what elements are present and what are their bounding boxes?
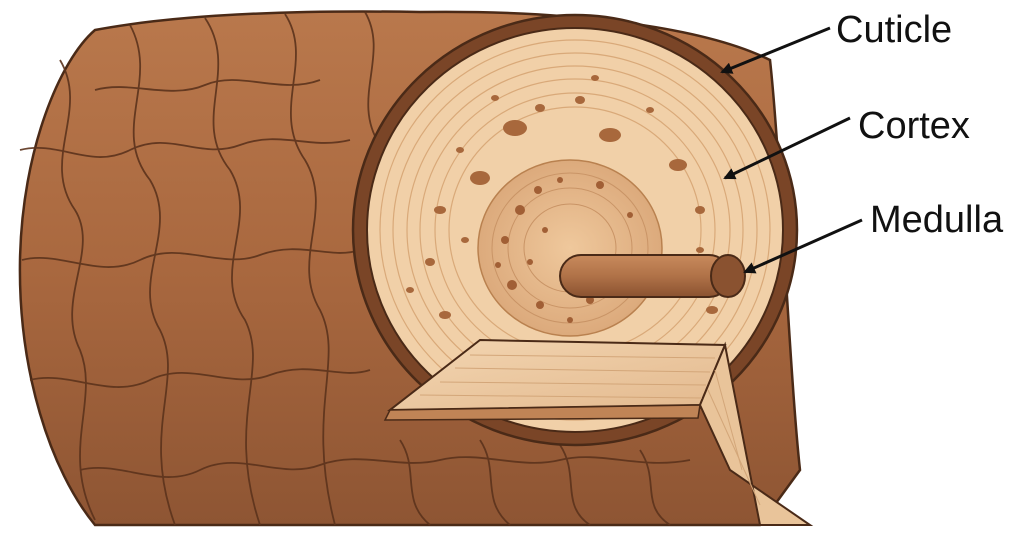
medulla-rod xyxy=(560,255,745,297)
label-cuticle-text: Cuticle xyxy=(836,9,952,51)
label-medulla-text: Medulla xyxy=(870,199,1004,241)
label-cortex-text: Cortex xyxy=(858,105,970,147)
